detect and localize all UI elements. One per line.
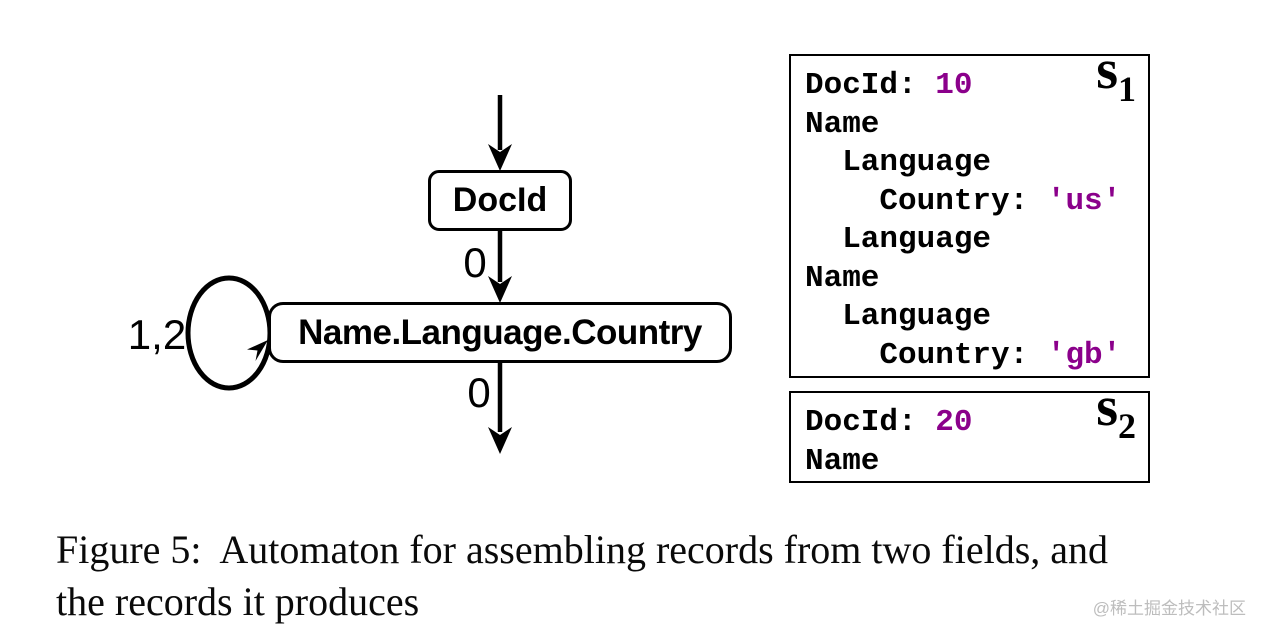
record-field-text: Name [805, 106, 880, 142]
watermark: @稀土掘金技术社区 [1092, 599, 1246, 618]
record-s1-label-main: s [1096, 39, 1118, 101]
record-s2-label: s2 [1096, 376, 1136, 444]
record-field-value: 'us' [1046, 183, 1122, 219]
figure-caption: Figure 5: Automaton for assembling recor… [56, 524, 1108, 628]
record-field-text: Country: [805, 337, 1047, 373]
record-field-value: 'gb' [1046, 337, 1122, 373]
node-docid: DocId [428, 170, 572, 231]
arrowhead-self-loop [247, 340, 268, 361]
arrowhead-docid-to-nlc [488, 276, 512, 303]
record-field-value: 20 [935, 405, 973, 440]
record-line: Name [805, 260, 1121, 299]
record-s1-label-sub: 1 [1118, 69, 1136, 109]
figure-caption-line1: Figure 5: Automaton for assembling recor… [56, 527, 1109, 572]
arrowhead-start-to-docid [488, 144, 512, 171]
record-line: Language [805, 298, 1121, 337]
automaton-diagram [185, 95, 512, 454]
record-field-text: Language [805, 145, 992, 180]
record-line: Name [805, 443, 972, 482]
record-line: DocId: 20 [805, 404, 972, 443]
record-field-text: DocId: [805, 68, 936, 103]
record-s2-label-sub: 2 [1118, 406, 1136, 446]
edge-label-0-upper: 0 [463, 239, 487, 286]
node-docid-label: DocId [452, 181, 548, 219]
record-s2-label-main: s [1096, 376, 1118, 438]
node-name-language-country: Name.Language.Country [268, 302, 732, 363]
record-line: Language [805, 144, 1121, 183]
record-line: Country: 'us' [805, 183, 1121, 222]
record-line: Name [805, 106, 1121, 145]
record-field-text: Language [805, 299, 992, 334]
record-field-text: Name [805, 260, 880, 296]
figure-caption-line2: the records it produces [56, 579, 420, 624]
record-field-value: 10 [935, 68, 973, 103]
edge-label-self-loop: 1,2 [127, 311, 187, 358]
node-nlc-label: Name.Language.Country [298, 312, 702, 352]
edge-label-0-lower: 0 [467, 369, 491, 416]
record-field-text: DocId: [805, 405, 936, 440]
record-line: Language [805, 221, 1121, 260]
arrowhead-nlc-to-end [488, 427, 512, 454]
record-line: DocId: 10 [805, 67, 1121, 106]
record-field-text: Name [805, 443, 880, 479]
record-field-text: Country: [805, 183, 1047, 219]
record-line: Country: 'gb' [805, 337, 1121, 376]
record-field-text: Language [805, 222, 992, 257]
record-s1-label: s1 [1096, 39, 1136, 107]
